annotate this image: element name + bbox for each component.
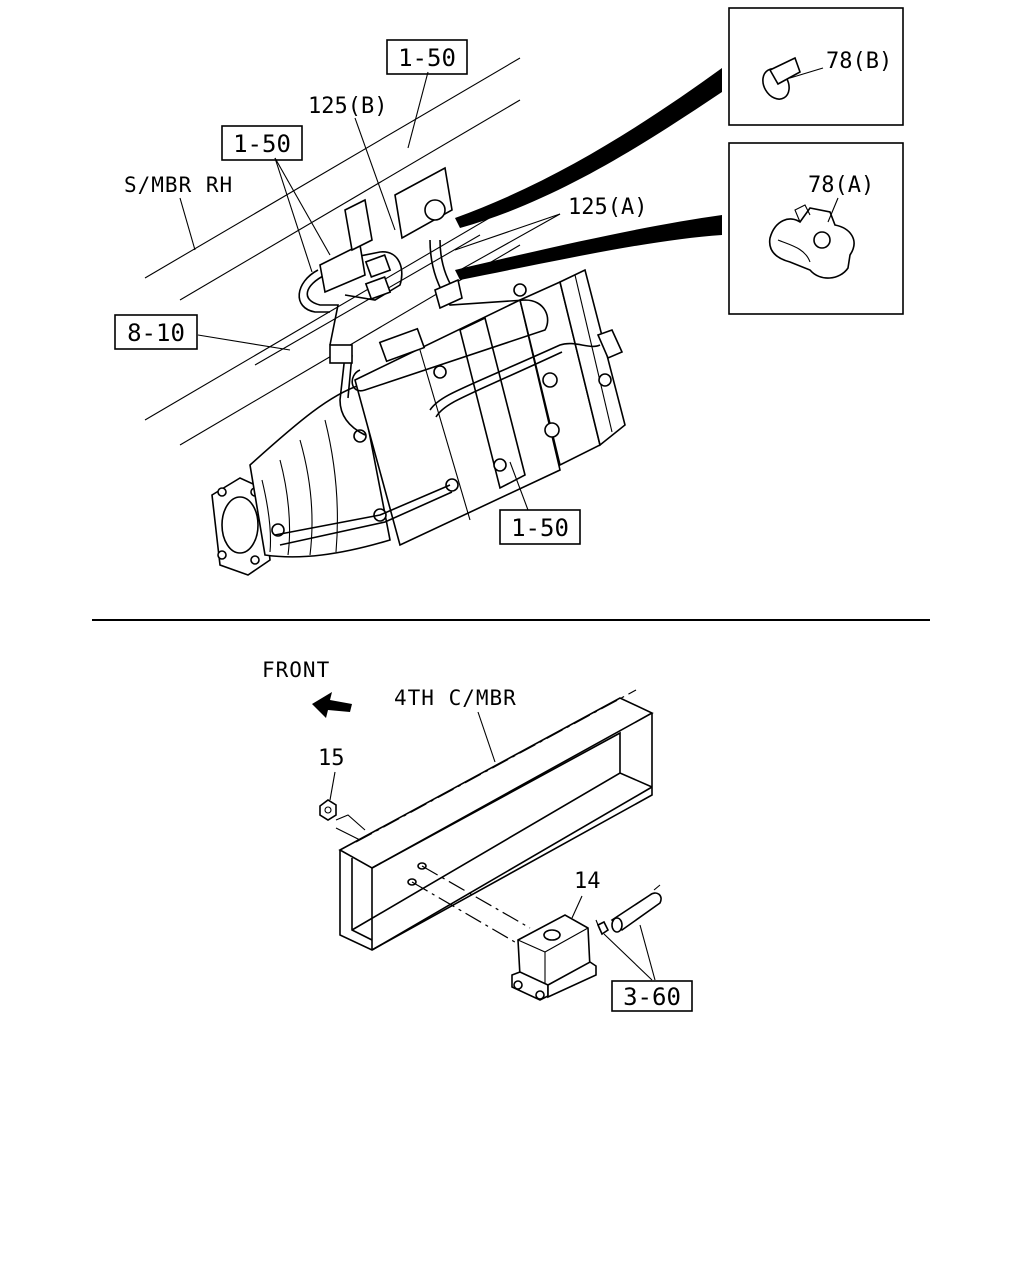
front-label: FRONT	[262, 658, 330, 682]
ref-box-1-50-top: 1-50	[386, 39, 468, 75]
ref-3-60-label: 3-60	[623, 983, 681, 1011]
ref-8-10-label: 8-10	[127, 319, 185, 347]
detail-pointers	[455, 68, 722, 280]
part-15-label: 15	[318, 746, 345, 771]
hose-clamp-assembly	[595, 884, 662, 936]
detail-78b-label: 78(B)	[826, 49, 892, 74]
dpf-clamp-band	[459, 316, 526, 490]
sensor-bracket	[319, 243, 366, 294]
part-125a-label: 125(A)	[568, 195, 647, 220]
sensor-pipes	[274, 166, 601, 546]
nut-15	[319, 799, 337, 821]
ref-1-50-top-label: 1-50	[398, 44, 456, 72]
detail-box-78b: 78(B)	[728, 7, 904, 126]
front-arrow-icon	[312, 692, 352, 718]
leader-lines-top	[179, 71, 561, 511]
part-14-label: 14	[574, 869, 601, 894]
crossmember-label: 4TH C/MBR	[394, 686, 517, 710]
detail-78a-label: 78(A)	[808, 173, 874, 198]
ref-box-1-50-bottom: 1-50	[499, 509, 581, 545]
ref-box-1-50-left: 1-50	[221, 125, 303, 161]
flange-opening	[221, 496, 259, 554]
ref-1-50-bottom-label: 1-50	[511, 514, 569, 542]
crossmember-channel	[338, 689, 654, 951]
detail-box-78a: 78(A)	[728, 142, 904, 315]
part-125b-label: 125(B)	[308, 94, 387, 119]
clip-78a-drawing	[768, 207, 855, 279]
ref-1-50-left-label: 1-50	[233, 130, 291, 158]
frame-label: S/MBR RH	[124, 173, 233, 197]
pressure-sensor	[394, 166, 453, 240]
reservoir-14	[511, 914, 597, 1001]
ref-box-3-60: 3-60	[611, 980, 693, 1012]
ref-box-8-10: 8-10	[114, 314, 198, 350]
